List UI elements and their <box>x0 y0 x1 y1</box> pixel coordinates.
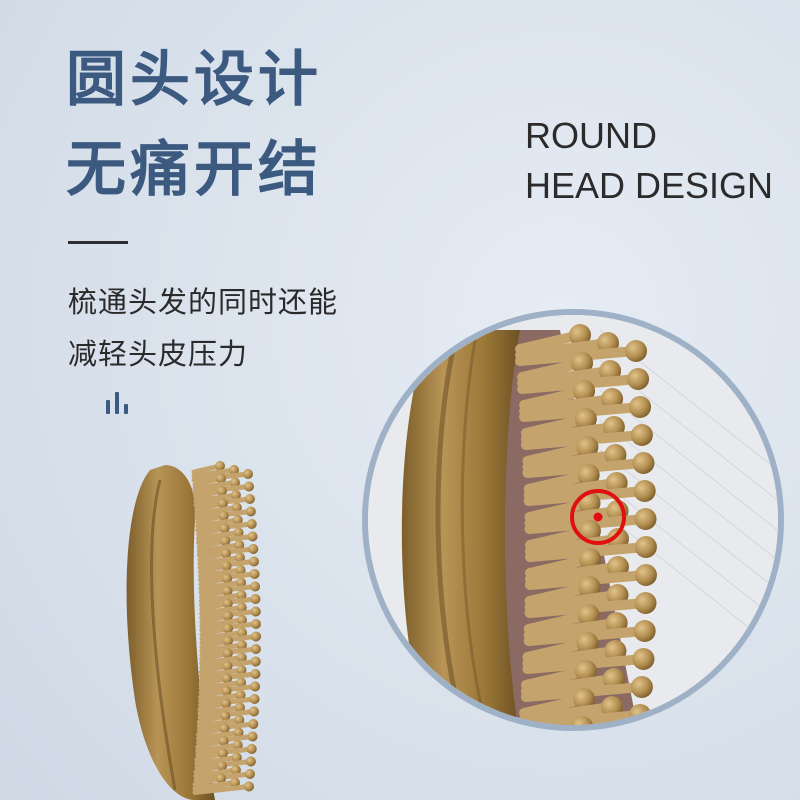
description-line-1: 梳通头发的同时还能 <box>68 285 339 319</box>
english-heading-line-2: HEAD DESIGN <box>525 165 774 206</box>
divider <box>68 241 128 244</box>
description-line-2: 减轻头皮压力 <box>68 337 249 371</box>
signal-bars-icon <box>106 388 136 414</box>
english-heading-line-1: ROUND <box>525 115 657 156</box>
heading-line-2: 无痛开结 <box>66 135 322 205</box>
highlight-circle-icon <box>570 489 626 545</box>
brush-small <box>126 461 261 800</box>
heading-line-1: 圆头设计 <box>66 45 322 115</box>
